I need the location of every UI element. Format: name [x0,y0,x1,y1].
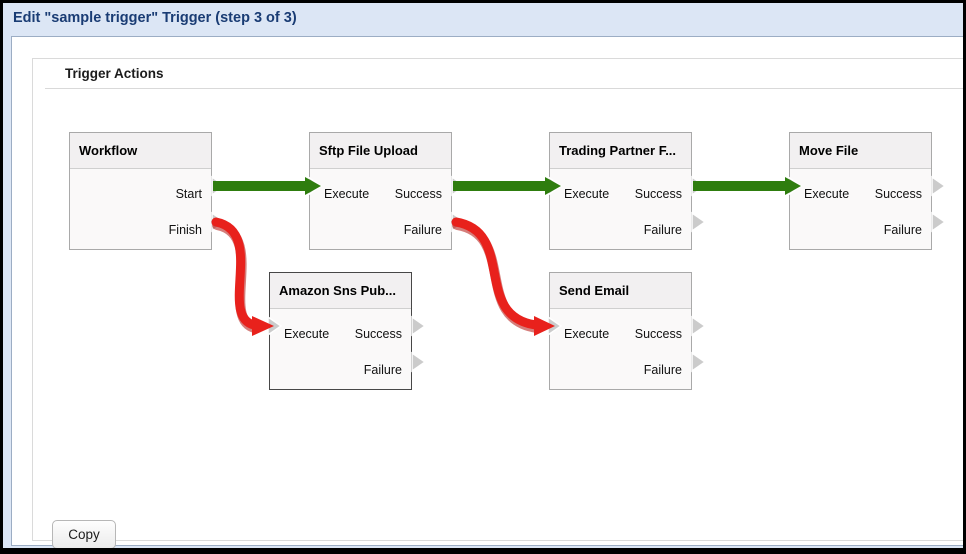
port-label-execute[interactable]: Execute [564,327,610,341]
node-move-file[interactable]: Move File Execute Success Failure [789,132,932,250]
trigger-actions-group: Trigger Actions Workflow Start Finish Sf… [32,58,963,548]
node-sftp-file-upload[interactable]: Sftp File Upload Execute Success Failure [309,132,452,250]
dialog-panel: Trigger Actions Workflow Start Finish Sf… [11,36,963,548]
section-title: Trigger Actions [45,59,963,89]
node-send-email-title: Send Email [550,273,691,309]
node-trading-partner[interactable]: Trading Partner F... Execute Success Fai… [549,132,692,250]
port-label-failure[interactable]: Failure [883,223,922,237]
port-out-workflow-finish [211,211,227,233]
node-send-email[interactable]: Send Email Execute Success Failure [549,272,692,390]
node-workflow[interactable]: Workflow Start Finish [69,132,212,250]
port-label-execute[interactable]: Execute [804,187,850,201]
port-out-sftp-success [451,175,467,197]
wire-start-to-sftp [213,177,321,195]
port-out-movefile-failure [931,211,947,233]
node-amazon-sns-publish[interactable]: Amazon Sns Pub... Execute Success Failur… [269,272,412,390]
wire-finish-to-amazonsns-shadow [212,220,260,333]
port-label-execute[interactable]: Execute [324,187,370,201]
wire-sftpfailure-to-sendemail-shadow [452,220,542,333]
port-label-execute[interactable]: Execute [564,187,610,201]
port-label-failure[interactable]: Failure [403,223,442,237]
port-out-trading-success [691,175,707,197]
wire-sftp-to-trading [453,177,561,195]
port-label-success[interactable]: Success [394,187,442,201]
port-label-failure[interactable]: Failure [643,223,682,237]
node-move-file-title: Move File [790,133,931,169]
copy-button[interactable]: Copy [52,520,116,548]
port-out-amazonsns-failure [411,351,427,373]
wire-finish-to-amazonsns [211,217,259,330]
port-label-finish[interactable]: Finish [168,223,202,237]
node-workflow-title: Workflow [70,133,211,169]
port-label-success[interactable]: Success [874,187,922,201]
port-label-start[interactable]: Start [175,187,202,201]
port-out-trading-failure [691,211,707,233]
node-trading-title: Trading Partner F... [550,133,691,169]
port-label-failure[interactable]: Failure [363,363,402,377]
port-label-success[interactable]: Success [634,327,682,341]
port-out-amazonsns-success [411,315,427,337]
wire-trading-to-movefile [693,177,801,195]
port-label-success[interactable]: Success [634,187,682,201]
port-out-sendemail-failure [691,351,707,373]
page-title: Edit "sample trigger" Trigger (step 3 of… [13,10,297,26]
port-out-sendemail-success [691,315,707,337]
port-out-movefile-success [931,175,947,197]
wire-sftpfailure-to-sendemail [451,217,541,330]
port-out-sftp-failure [451,211,467,233]
port-label-success[interactable]: Success [354,327,402,341]
node-amazon-sns-title: Amazon Sns Pub... [270,273,411,309]
port-label-execute[interactable]: Execute [284,327,330,341]
port-label-failure[interactable]: Failure [643,363,682,377]
node-sftp-title: Sftp File Upload [310,133,451,169]
port-out-workflow-start [211,175,227,197]
